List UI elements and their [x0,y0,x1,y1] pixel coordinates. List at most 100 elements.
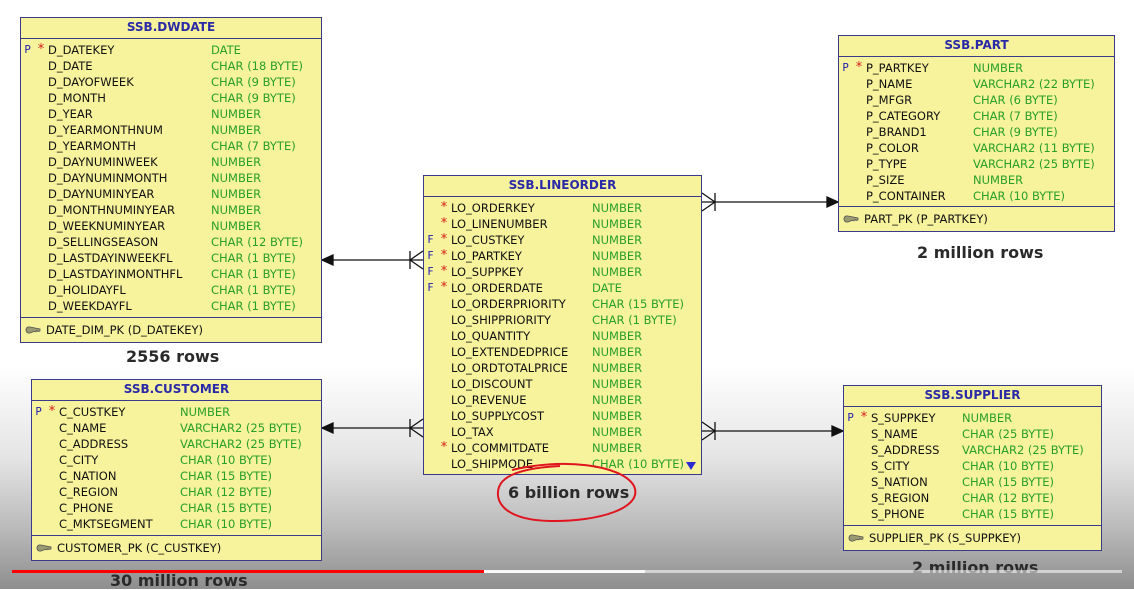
column-name: LO_CUSTKEY [451,233,525,247]
column-name: D_DATE [48,59,93,73]
column-row: P_CATEGORY CHAR (7 BYTE) [839,108,1114,124]
column-name: LO_ORDTOTALPRICE [451,361,568,375]
column-name: D_DATEKEY [48,43,115,57]
column-name: D_WEEKDAYFL [48,299,132,313]
column-name: P_TYPE [866,157,907,171]
column-row: LO_REVENUE NUMBER [424,392,701,408]
column-name: LO_TAX [451,425,494,439]
column-type: CHAR (7 BYTE) [973,109,1058,123]
column-type: NUMBER [592,393,643,407]
column-type: VARCHAR2 (22 BYTE) [973,77,1095,91]
video-played-bar [12,570,484,573]
row-count-caption-part: 2 million rows [917,243,1044,262]
key-icon [843,215,859,223]
column-name: LO_ORDERPRIORITY [451,297,566,311]
column-row: D_DATE CHAR (18 BYTE) [21,58,321,74]
column-type: CHAR (12 BYTE) [180,485,273,499]
column-type: CHAR (10 BYTE) [592,457,685,471]
column-type: CHAR (9 BYTE) [973,125,1058,139]
column-type: NUMBER [211,171,262,185]
column-name: P_CONTAINER [866,189,946,203]
scroll-down-icon[interactable] [686,462,696,470]
key-icon [36,544,52,552]
column-name: D_YEAR [48,107,93,121]
column-type: NUMBER [592,425,643,439]
column-name: D_LASTDAYINMONTHFL [48,267,183,281]
column-name: C_NAME [59,421,107,435]
column-name: S_SUPPKEY [871,411,936,425]
video-progress-bar[interactable] [12,570,1122,573]
relationship-lineorder-part [701,192,840,212]
column-name: LO_QUANTITY [451,329,531,343]
column-name: LO_SHIPMODE [451,457,534,471]
column-type: NUMBER [211,123,262,137]
column-type: CHAR (15 BYTE) [962,475,1055,489]
column-name: D_WEEKNUMINYEAR [48,219,166,233]
column-name: D_SELLINGSEASON [48,235,159,249]
column-name: LO_REVENUE [451,393,527,407]
key-icon [25,326,41,334]
column-type: NUMBER [962,411,1013,425]
column-name: LO_SHIPPRIORITY [451,313,551,327]
column-name: P_CATEGORY [866,109,941,123]
column-name: C_MKTSEGMENT [59,517,153,531]
column-type: NUMBER [592,249,643,263]
table-title: SSB.CUSTOMER [32,380,321,401]
required-marker: * [440,200,448,215]
required-marker: * [860,410,868,425]
required-marker: * [440,232,448,247]
column-name: D_DAYNUMINYEAR [48,187,155,201]
primary-key-label: DATE_DIM_PK (D_DATEKEY) [46,323,204,337]
column-name: LO_LINENUMBER [451,217,548,231]
column-type: CHAR (10 BYTE) [180,453,273,467]
primary-key-label: PART_PK (P_PARTKEY) [864,212,988,226]
column-name: D_MONTHNUMINYEAR [48,203,175,217]
column-type: CHAR (9 BYTE) [211,75,296,89]
column-name: LO_EXTENDEDPRICE [451,345,569,359]
column-name: LO_ORDERKEY [451,201,535,215]
column-type: CHAR (1 BYTE) [211,251,296,265]
relationship-lineorder-supplier [701,421,845,441]
column-type: CHAR (1 BYTE) [592,313,677,327]
column-name: S_REGION [871,491,930,505]
column-key-flag: F [427,282,434,294]
column-type: CHAR (18 BYTE) [211,59,304,73]
column-name: C_CUSTKEY [59,405,126,419]
column-name: S_PHONE [871,507,925,521]
column-type: CHAR (15 BYTE) [180,469,273,483]
column-name: LO_SUPPKEY [451,265,524,279]
column-name: LO_DISCOUNT [451,377,533,391]
column-row: LO_SHIPPRIORITY CHAR (1 BYTE) [424,312,701,328]
column-name: D_DAYOFWEEK [48,75,134,89]
column-name: P_SIZE [866,173,905,187]
